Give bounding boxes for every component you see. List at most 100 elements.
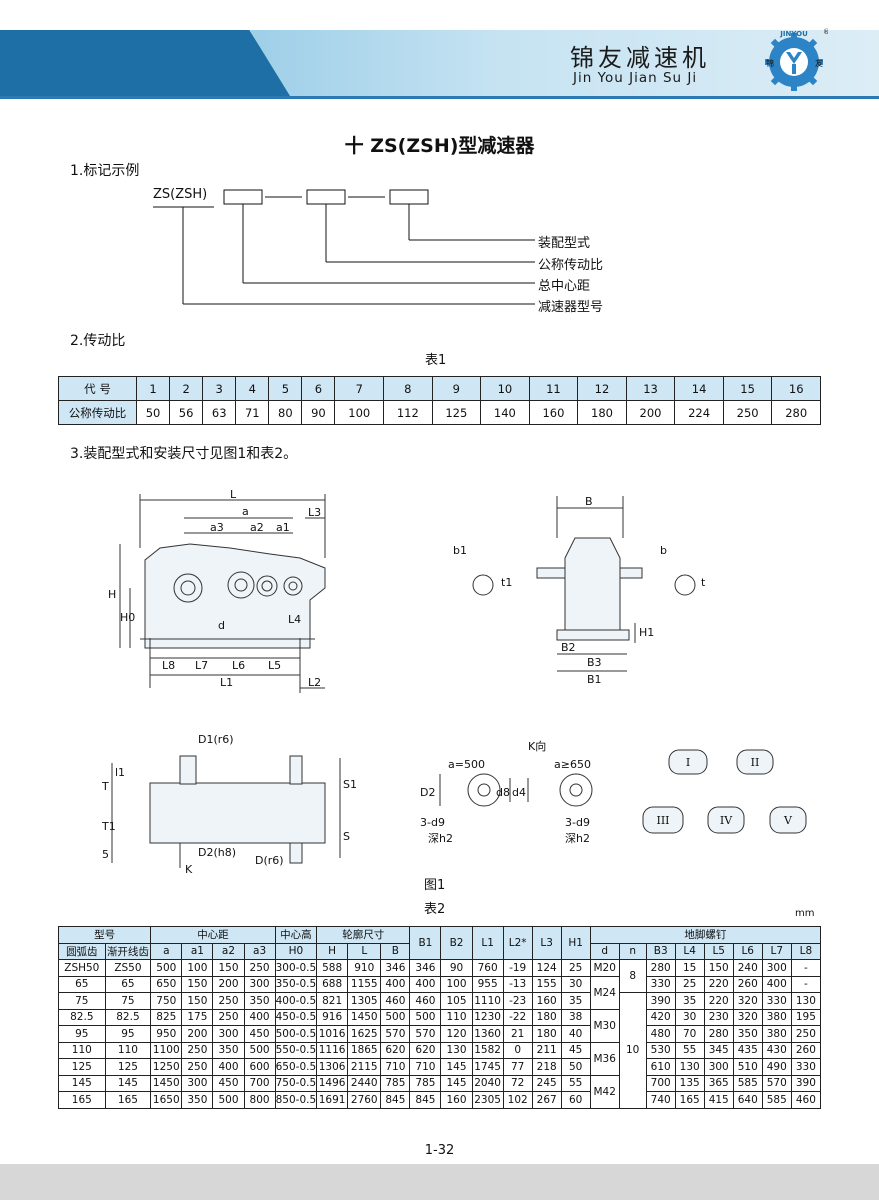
dim-5: 5 <box>102 848 109 861</box>
table-cell: 13 <box>625 376 676 401</box>
table-cell: -22 <box>502 1008 533 1026</box>
table-cell: 8 <box>383 376 433 401</box>
table-cell: 821 <box>316 992 349 1010</box>
table-cell: 180 <box>531 1025 562 1043</box>
bolt-size-cell: M24 <box>589 975 620 1010</box>
table-cell: 250 <box>243 959 276 977</box>
dim-d8: d8 <box>496 786 510 799</box>
table-cell: 460 <box>380 992 411 1010</box>
table-cell: 400 <box>212 1058 245 1076</box>
dim-L2: L2 <box>308 676 321 689</box>
table-cell: 16 <box>771 376 821 401</box>
table-cell: 160 <box>440 1091 473 1109</box>
figure1-caption: 图1 <box>424 878 446 893</box>
logo-text-jinyou: JINYOU <box>779 30 808 38</box>
table-cell: 1865 <box>347 1041 382 1059</box>
table-cell: 400 <box>761 975 792 993</box>
table-cell: 35 <box>560 992 591 1010</box>
table-cell: 1360 <box>471 1025 504 1043</box>
logo-char-jin: 锦 <box>766 58 774 68</box>
unit-label: mm <box>795 908 815 919</box>
dim-b1: b1 <box>453 544 467 557</box>
dim-H: H <box>108 588 116 601</box>
bolt-size-cell: M20 <box>589 959 620 977</box>
table-cell: 1496 <box>316 1074 349 1092</box>
header-cell: H0 <box>274 942 318 960</box>
label-3-d9-b: 3-d9 <box>565 816 590 829</box>
table-cell: 365 <box>703 1074 734 1092</box>
table-cell: 450 <box>212 1074 245 1092</box>
dim-L6: L6 <box>232 659 245 672</box>
table-cell: 390 <box>790 1074 822 1092</box>
dim-B: B <box>585 495 593 508</box>
table-cell: ZSH50 <box>58 959 106 977</box>
table-cell: 2115 <box>347 1058 382 1076</box>
dim-a2: a2 <box>250 521 264 534</box>
table-cell: 460 <box>409 992 442 1010</box>
dim-L7: L7 <box>195 659 208 672</box>
table-cell: 50 <box>560 1058 591 1076</box>
table-cell: 825 <box>150 1008 183 1026</box>
dim-D2h8: D2(h8) <box>198 846 236 859</box>
table-cell: 110 <box>58 1041 106 1059</box>
table-cell: 620 <box>380 1041 411 1059</box>
table-cell: 25 <box>674 975 705 993</box>
header-model: 型号 <box>57 926 152 944</box>
model-code: ZS(ZSH) <box>153 187 208 202</box>
table-cell: 75 <box>58 992 106 1010</box>
table-cell: 72 <box>502 1074 533 1092</box>
header-outline: 轮廓尺寸 <box>316 926 411 944</box>
dim-D1r6: D1(r6) <box>198 733 234 746</box>
table-cell: 120 <box>440 1025 473 1043</box>
table-cell: 0 <box>502 1041 533 1059</box>
table-cell: 300 <box>761 959 792 977</box>
table-cell: 30 <box>674 1008 705 1026</box>
header-cell: L5 <box>703 942 734 960</box>
table-cell: 600 <box>243 1058 276 1076</box>
table-cell: 740 <box>645 1091 676 1109</box>
dim-a3: a3 <box>210 521 224 534</box>
table-cell: 71 <box>235 400 270 425</box>
table-cell: 350 <box>243 992 276 1010</box>
dim-a: a <box>242 505 249 518</box>
header-cell: a1 <box>181 942 214 960</box>
table-cell: 180 <box>577 400 627 425</box>
table-cell: 430 <box>761 1041 792 1059</box>
table-cell: 1582 <box>471 1041 504 1059</box>
table-cell: 330 <box>645 975 676 993</box>
table-cell: 1155 <box>347 975 382 993</box>
table2-title: 表2 <box>424 902 446 917</box>
dim-B2: B2 <box>561 641 576 654</box>
table-cell: 500 <box>243 1041 276 1059</box>
table-cell: 195 <box>790 1008 822 1026</box>
header-H1: H1 <box>560 926 591 960</box>
table-cell: 500 <box>150 959 183 977</box>
table-cell: 400 <box>243 1008 276 1026</box>
table-cell: 63 <box>202 400 237 425</box>
table-cell: 570 <box>380 1025 411 1043</box>
table-cell: 785 <box>380 1074 411 1092</box>
table-cell: 280 <box>771 400 821 425</box>
table-cell: 500 <box>380 1008 411 1026</box>
table-cell: 500 <box>212 1091 245 1109</box>
table-cell: 77 <box>502 1058 533 1076</box>
table-cell: 218 <box>531 1058 562 1076</box>
header-cell: L8 <box>790 942 822 960</box>
table-cell: 65 <box>58 975 106 993</box>
table-cell: 100 <box>334 400 385 425</box>
table-cell: 800 <box>243 1091 276 1109</box>
header-cell: L <box>347 942 382 960</box>
table-cell: 30 <box>560 975 591 993</box>
table-cell: - <box>790 975 822 993</box>
dim-L1: L1 <box>220 676 233 689</box>
table-cell: 7 <box>334 376 385 401</box>
table-cell: 2 <box>169 376 204 401</box>
table-header-cell: 代 号 <box>58 376 137 401</box>
table-cell: 14 <box>674 376 724 401</box>
table-cell: 56 <box>169 400 204 425</box>
table-cell: ZS50 <box>104 959 152 977</box>
table-cell: 6 <box>301 376 336 401</box>
table-cell: 415 <box>703 1091 734 1109</box>
